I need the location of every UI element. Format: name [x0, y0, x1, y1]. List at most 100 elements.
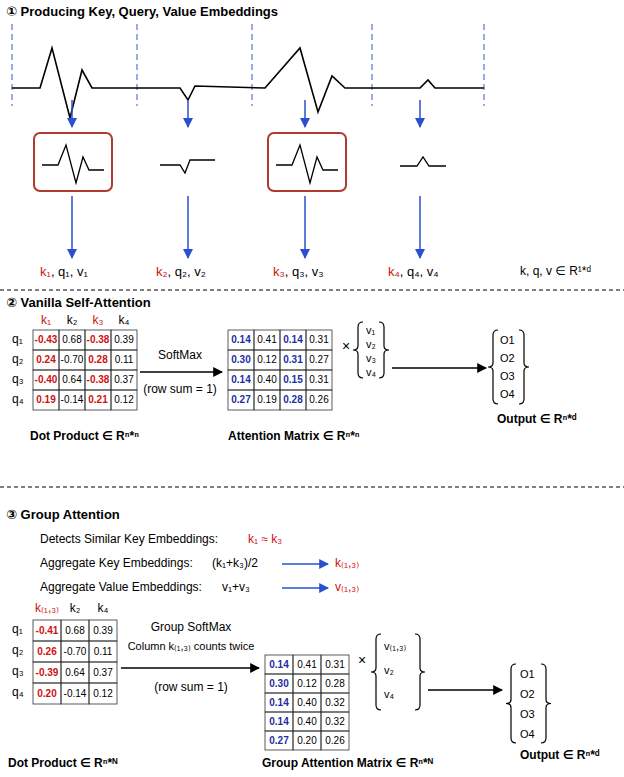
matrix-cell: 0.64 [61, 667, 89, 679]
matrix-cell: 0.31 [321, 659, 349, 671]
matrix-cell-border [321, 712, 349, 731]
matrix-cell-border [254, 330, 280, 350]
formula-label: v₁+v₃ [222, 581, 250, 595]
value-label: v₁ [366, 324, 375, 337]
key-label: k₃ [273, 265, 285, 280]
matrix-cell-border [111, 390, 137, 410]
matrix-cell-border [111, 350, 137, 370]
matrix-cell-border [293, 731, 321, 750]
matrix-cell-border [321, 731, 349, 750]
curly-brace [541, 664, 551, 743]
matrix-cell: -0.38 [85, 374, 111, 386]
matrix-cell: 0.31 [306, 374, 332, 386]
matrix-cell: -0.40 [33, 374, 59, 386]
segment-dividers [12, 24, 484, 106]
matrix-cell-border [59, 330, 85, 350]
matrix-cell-border [61, 662, 89, 683]
matrix-cell-border [265, 674, 293, 693]
matrix-cell: 0.41 [254, 334, 280, 346]
section-heading: ③ Group Attention [6, 508, 120, 523]
column-label: k₂ [61, 602, 89, 616]
matrix-cell-border [61, 641, 89, 662]
braces [353, 322, 551, 743]
matrix-cell: 0.19 [33, 394, 59, 406]
column-label: k₃ [85, 314, 111, 328]
row-label: q₁ [12, 333, 23, 347]
section-heading: ① Producing Key, Query, Value Embeddings [6, 5, 278, 20]
matrix-caption: Group Attention Matrix ∈ Rⁿ*ᴺ [262, 757, 433, 771]
matrix-cell-border [33, 683, 61, 704]
matrix-cell-border [306, 390, 332, 410]
note-label: (row sum = 1) [143, 383, 217, 397]
matrix-cell-border [33, 620, 61, 641]
curly-brace [488, 330, 498, 404]
matrix-cell: 0.39 [111, 334, 137, 346]
matrix-cell-border [85, 330, 111, 350]
matrix-caption: Output ∈ Rⁿ*ᵈ [520, 749, 600, 763]
value-label: v₃ [366, 352, 376, 365]
aggregate-arrows [282, 564, 328, 588]
flow-arrows [121, 368, 502, 690]
multiply-sign: × [358, 652, 366, 668]
output-label: O2 [520, 688, 535, 701]
embedding-label: , q₃, v₃ [285, 265, 324, 280]
matrix-cell-border [280, 350, 306, 370]
matrix-cell-border [293, 712, 321, 731]
matrix-cell: 0.20 [293, 735, 321, 747]
matrix-cell: 0.20 [33, 688, 61, 700]
matrix-cell-border [85, 370, 111, 390]
matrix-caption: Dot Product ∈ Rⁿ*ᴺ [8, 757, 117, 771]
note-label: Column k₍₁,₃₎ counts twice [128, 640, 255, 653]
embedding-label: , q₂, v₂ [168, 265, 206, 280]
matrix-cell: -0.38 [85, 334, 111, 346]
curly-brace [519, 330, 529, 404]
value-label: v₄ [384, 688, 394, 701]
matrix-cell-border [265, 693, 293, 712]
matrix-cell-border [306, 350, 332, 370]
matrix-cell: -0.14 [61, 688, 89, 700]
matrix-cell-border [33, 350, 59, 370]
matrix-cell: 0.26 [321, 735, 349, 747]
multiply-sign: × [342, 338, 350, 354]
matrix-caption: Output ∈ Rⁿ*ᵈ [497, 413, 577, 427]
matrix-cell: 0.27 [265, 735, 293, 747]
value-label: v₄ [366, 366, 376, 379]
matrix-cell: -0.14 [59, 394, 85, 406]
matrix-cell-border [61, 683, 89, 704]
curly-brace [415, 634, 425, 710]
matrix-cell-border [111, 370, 137, 390]
matrix-cell: 0.14 [228, 334, 254, 346]
matrix-cell-border [254, 370, 280, 390]
matrix-cell-border [321, 655, 349, 674]
matrix-grids [33, 330, 349, 750]
matrix-cell-border [33, 662, 61, 683]
matrix-cell-border [265, 655, 293, 674]
segment-waves [42, 145, 446, 183]
matrix-cell-border [254, 350, 280, 370]
matrix-cell-border [89, 620, 117, 641]
matrix-cell: 0.14 [265, 697, 293, 709]
matrix-cell: 0.27 [306, 354, 332, 366]
matrix-cell-border [306, 330, 332, 350]
matrix-cell-border [228, 370, 254, 390]
key-label: k₍₁,₃₎ [335, 557, 359, 571]
dimension-label: k, q, v ∈ R¹*ᵈ [520, 265, 591, 279]
matrix-cell: -0.70 [61, 646, 89, 658]
matrix-cell: 0.26 [306, 394, 332, 406]
value-label: v₂ [366, 338, 376, 351]
matrix-cell: 0.28 [321, 678, 349, 690]
matrix-cell-border [265, 712, 293, 731]
column-label: k₂ [59, 314, 85, 328]
matrix-cell: 0.12 [293, 678, 321, 690]
matrix-cell: 0.28 [85, 354, 111, 366]
formula-label: (k₁+k₃)/2 [212, 557, 258, 571]
matrix-cell: 0.68 [61, 625, 89, 637]
curly-brace [379, 322, 389, 378]
row-label: q₂ [12, 353, 23, 367]
output-label: O4 [520, 728, 535, 741]
matrix-cell-border [85, 350, 111, 370]
matrix-cell: 0.14 [280, 334, 306, 346]
output-label: O4 [500, 388, 515, 401]
matrix-cell-border [228, 390, 254, 410]
step-label: Detects Similar Key Embeddings: [40, 533, 218, 547]
